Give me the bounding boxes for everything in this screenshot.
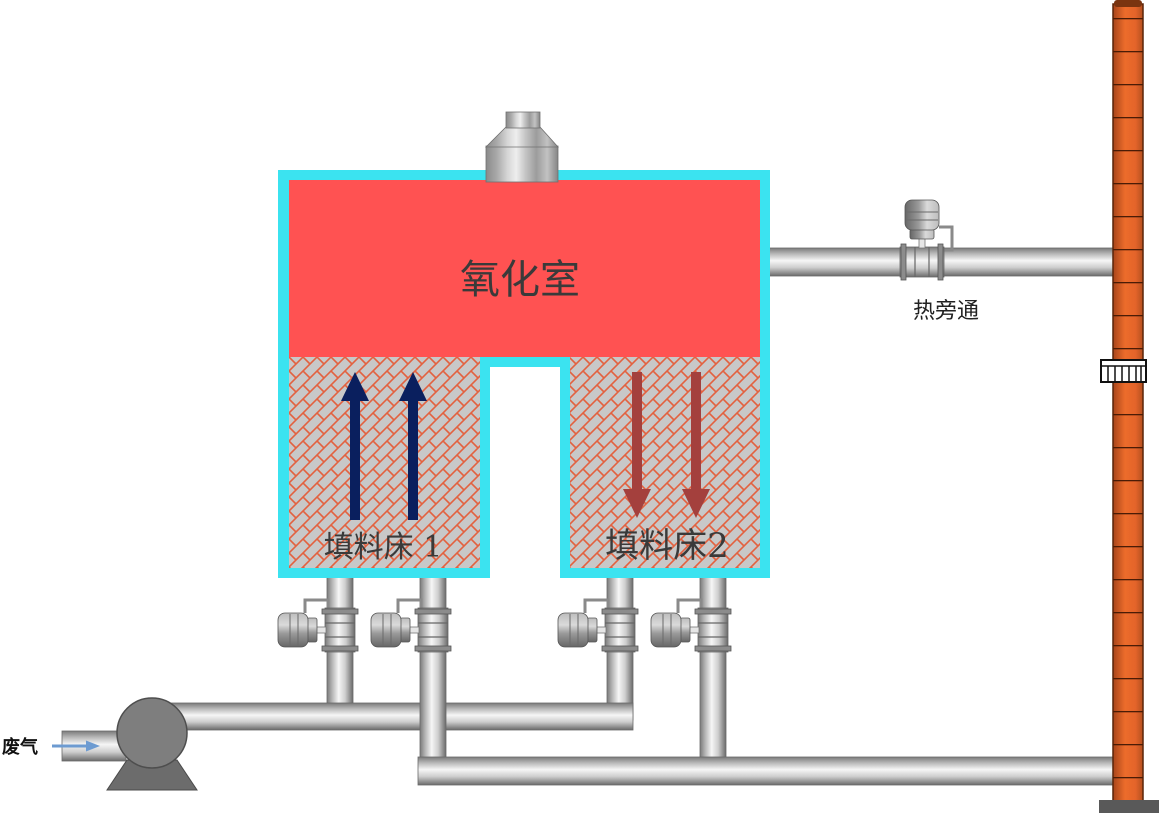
cone-top-cylinder [505,111,541,129]
oxidation-chamber [289,180,760,357]
oxidation-chamber-label: 氧化室 [460,257,580,303]
waste-gas-label: 废气 [2,736,38,758]
packed-bed-2 [570,357,760,568]
pipe-outlet-header [417,756,1116,786]
up-arrow-icon [399,372,427,520]
valve-icon [649,598,733,654]
cone-taper [485,126,559,148]
valve-icon [556,598,640,654]
packed-bed-1 [289,357,480,568]
bed1-inlet-valve[interactable] [276,598,360,654]
valve-icon [276,598,360,654]
flow-arrow-icon [52,740,100,752]
waste-gas-inlet: 废气 [2,736,100,758]
bed1-flow-arrows [341,372,427,520]
rto-unit [278,170,770,578]
bed2-outlet-valve[interactable] [649,598,733,654]
chimney-cap [1114,0,1142,7]
hot-bypass-label: 热旁通 [913,299,979,324]
burner-stack-cone [485,111,559,183]
chimney-brick-bands [1113,4,1143,801]
chimney [1099,0,1159,813]
pipe-inlet-header [149,702,634,731]
chimney-base [1099,800,1159,813]
chimney-platform [1100,359,1147,383]
up-arrow-icon [341,372,369,520]
valve-icon [898,198,954,282]
valve-icon [369,598,453,654]
exhaust-fan[interactable] [106,697,198,791]
packed-bed-2-label: 填料床2 [605,526,729,566]
down-arrow-icon [682,372,710,518]
bed2-inlet-valve[interactable] [556,598,640,654]
pipe-bed1-outlet [419,569,447,761]
hot-bypass-valve[interactable] [898,198,954,282]
cone-lower-cylinder [485,145,559,183]
down-arrow-icon [623,372,651,518]
bed2-flow-arrows [623,372,710,518]
packed-bed-1-label: 填料床 1 [324,530,443,565]
fan-housing [116,697,188,769]
pipe-bed2-outlet [699,569,727,761]
bed1-outlet-valve[interactable] [369,598,453,654]
